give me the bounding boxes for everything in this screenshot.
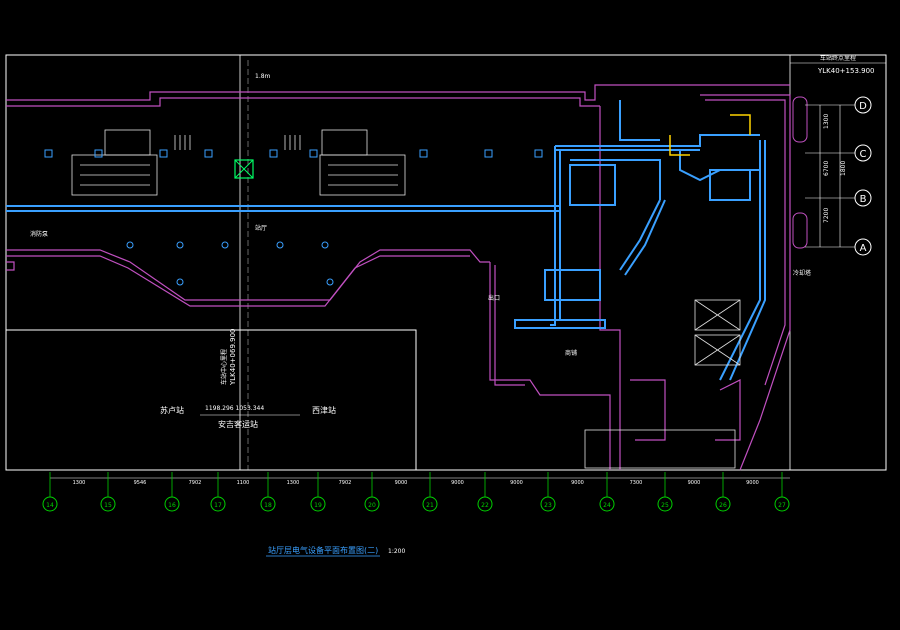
drawing-title: 站厅层电气设备平面布置图(二) <box>268 545 378 555</box>
grid-col-label: 16 <box>168 502 176 509</box>
grid-col-bubble <box>422 496 438 512</box>
accent-lines <box>669 114 751 156</box>
east-label: 冷却塔 <box>793 269 811 277</box>
grid-row-bubbles: D C B A <box>854 96 872 256</box>
grid-col-bubble <box>599 496 615 512</box>
left-label: 消防泵 <box>30 230 48 238</box>
columns <box>44 149 543 286</box>
room-label-c: 商铺 <box>565 349 577 357</box>
row-dim-text: 1800 <box>840 161 847 176</box>
grid-col-bubble <box>477 496 493 512</box>
grid-col-bubble <box>42 496 58 512</box>
grid-col-bubble <box>100 496 116 512</box>
col-dim-text: 9546 <box>134 480 147 486</box>
grid-col-bubble <box>260 496 276 512</box>
grid-label-b: B <box>860 194 867 205</box>
grid-col-label: 27 <box>778 502 786 509</box>
grid-col-bubble <box>657 496 673 512</box>
row-dim-text: 6700 <box>823 161 830 176</box>
room-label-b: 站厅 <box>255 224 267 232</box>
col-dim-text: 9000 <box>746 480 759 486</box>
grid-col-label: 15 <box>104 502 112 509</box>
row-dim-text: 7200 <box>823 208 830 223</box>
right-piers <box>792 96 808 249</box>
left-station: 苏卢站 <box>160 405 184 415</box>
grid-row-dims: 1300 6700 7200 1800 <box>823 114 847 223</box>
grid-col-label: 23 <box>544 502 552 509</box>
col-dim-text: 9000 <box>688 480 701 486</box>
grid-col-label: 26 <box>719 502 727 509</box>
grid-col-bubble <box>774 496 790 512</box>
grid-row-lines <box>805 104 855 248</box>
grid-col-dims: 1300 9546 7902 1100 1300 7902 9000 9000 9000 9000… <box>73 480 759 486</box>
drawing-frame <box>5 54 887 471</box>
grid-col-label: 22 <box>481 502 489 509</box>
grid-col-bubble <box>210 496 226 512</box>
grid-col-label: 17 <box>214 502 222 509</box>
grid-col-label: 24 <box>603 502 611 509</box>
escalator-right <box>319 129 406 196</box>
grid-bubble-d <box>854 96 872 114</box>
info-box <box>5 329 417 471</box>
grid-col-bubble <box>540 496 556 512</box>
top-right-chainage: YLK40+153.900 <box>817 67 875 75</box>
col-dim-text: 9000 <box>395 480 408 486</box>
row-dim-text: 1300 <box>823 114 830 129</box>
col-dim-text: 7300 <box>630 480 643 486</box>
col-dim-text: 9000 <box>510 480 523 486</box>
ventilation-units <box>584 299 741 469</box>
station-name: 安吉客运站 <box>218 419 258 429</box>
escalator-left <box>71 129 158 196</box>
grid-bubble-b <box>854 189 872 207</box>
station-mileage: 1198.296 1053.344 <box>205 405 264 412</box>
center-chainage: YLK40+069.900 <box>229 329 237 387</box>
grid-col-bubbles: 14 15 16 17 18 19 20 21 22 23 24 25 26 27 <box>42 472 790 512</box>
col-dim-text: 1300 <box>287 480 300 486</box>
grid-label-a: A <box>860 243 867 254</box>
grid-col-bubble <box>164 496 180 512</box>
grid-label-c: C <box>860 149 867 160</box>
col-dim-text: 9000 <box>451 480 464 486</box>
grid-col-bubble <box>310 496 326 512</box>
top-label: 1.8m <box>255 73 271 80</box>
grid-col-label: 21 <box>426 502 434 509</box>
col-dim-text: 7902 <box>339 480 352 486</box>
col-dim-text: 9000 <box>571 480 584 486</box>
col-dim-text: 7902 <box>189 480 202 486</box>
drawing-scale: 1:200 <box>388 548 405 555</box>
grid-col-label: 20 <box>368 502 376 509</box>
grid-bubble-c <box>854 144 872 162</box>
elevator <box>234 159 254 179</box>
grid-label-d: D <box>859 101 867 112</box>
grid-col-label: 14 <box>46 502 54 509</box>
cable-runs <box>6 100 766 381</box>
top-right-note: 车站终点里程 <box>820 54 856 62</box>
grid-col-bubble <box>715 496 731 512</box>
center-note: 车站中心里程 <box>220 349 228 385</box>
right-station: 西津站 <box>312 405 336 415</box>
turnstiles <box>174 135 301 150</box>
grid-bubble-a <box>854 238 872 256</box>
col-dim-text: 1100 <box>237 480 250 486</box>
room-label-a: 出口 <box>488 294 500 302</box>
grid-col-label: 19 <box>314 502 322 509</box>
station-walls <box>6 84 791 471</box>
grid-col-label: 18 <box>264 502 272 509</box>
grid-col-bubble <box>364 496 380 512</box>
grid-col-label: 25 <box>661 502 669 509</box>
col-dim-text: 1300 <box>73 480 86 486</box>
